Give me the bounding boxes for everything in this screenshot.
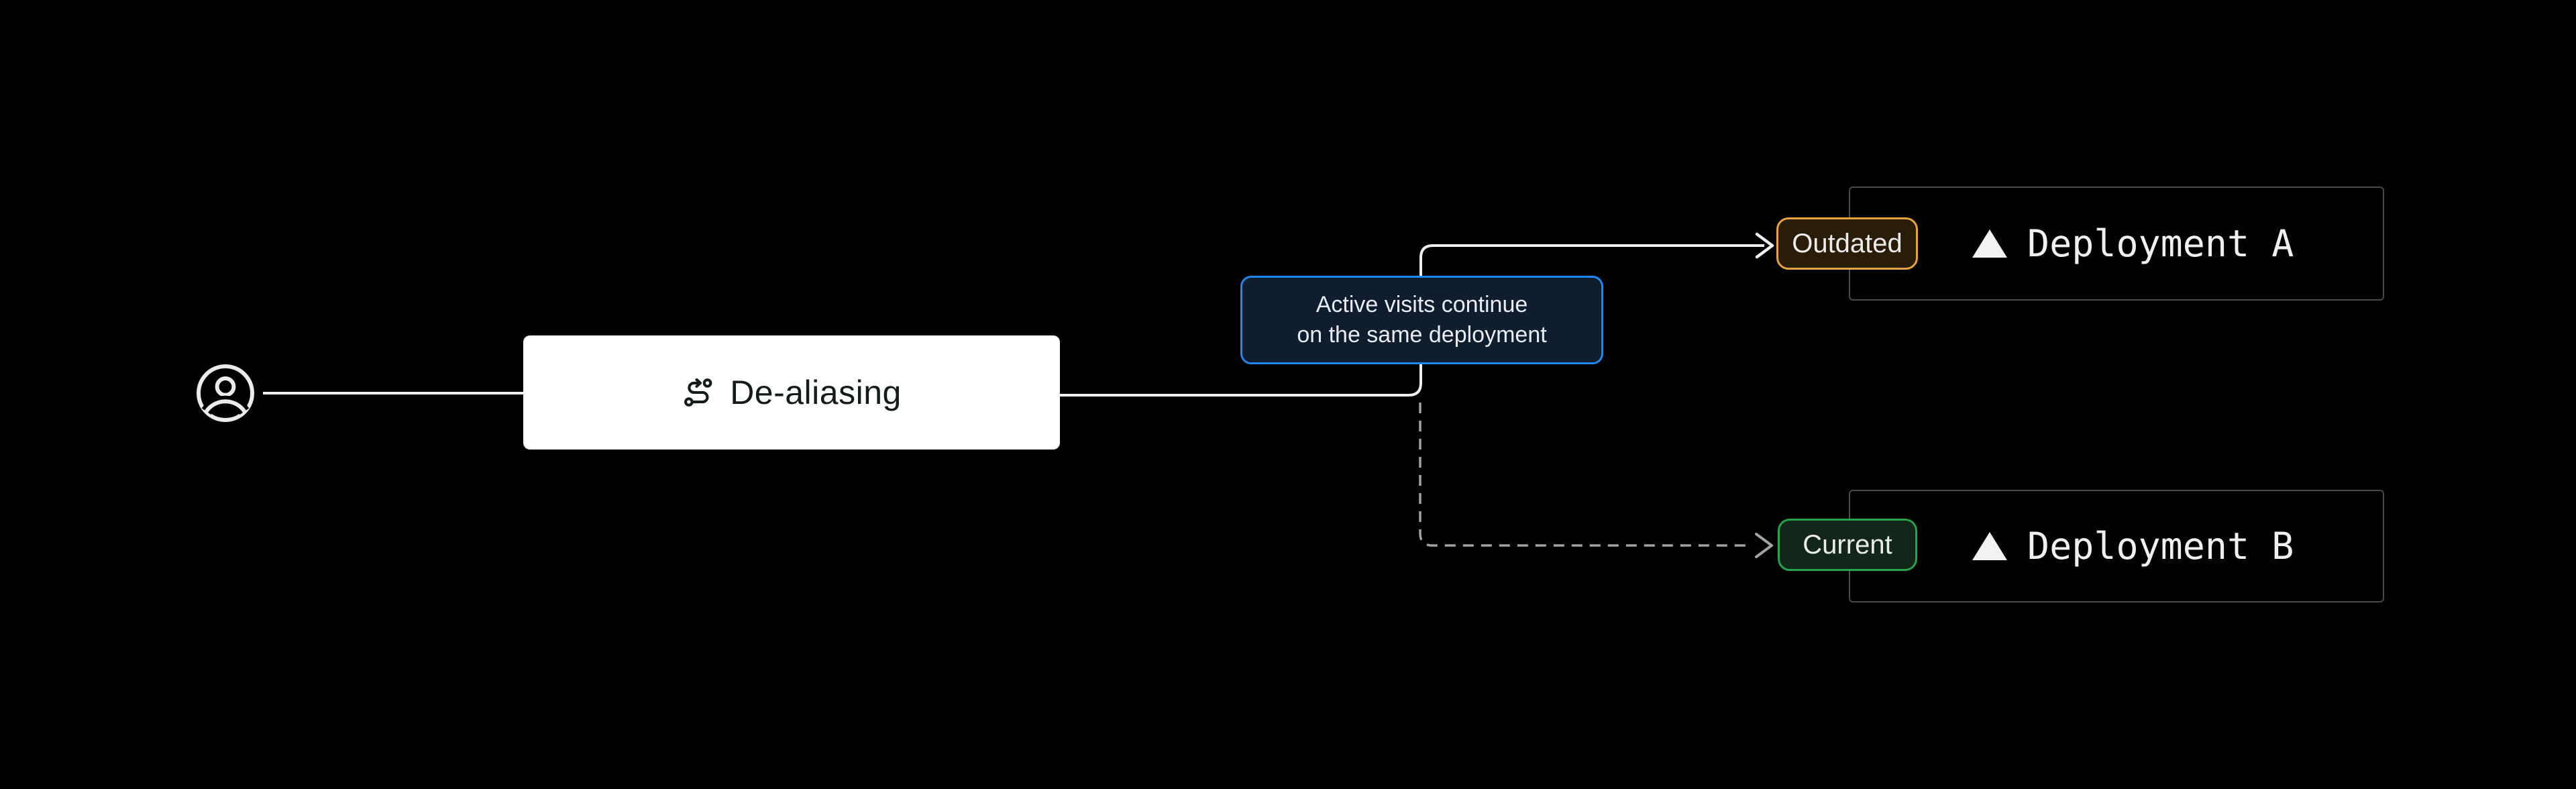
deployment-a-node: Deployment A xyxy=(1849,187,2384,301)
user-circle-icon xyxy=(197,364,254,422)
deployment-b-node: Deployment B xyxy=(1849,490,2384,602)
solid-arrowhead xyxy=(1755,232,1774,259)
current-badge-label: Current xyxy=(1803,529,1892,560)
tooltip-line-2: on the same deployment xyxy=(1297,322,1547,348)
dashed-arrowhead xyxy=(1755,533,1773,558)
current-badge: Current xyxy=(1778,519,1917,571)
deployment-triangle-icon xyxy=(1972,229,2007,258)
outdated-badge-label: Outdated xyxy=(1792,228,1902,258)
de-aliasing-node: De-aliasing xyxy=(523,335,1060,450)
deployment-a-label: Deployment A xyxy=(2027,222,2294,265)
outdated-badge: Outdated xyxy=(1776,217,1918,270)
route-icon xyxy=(684,378,712,407)
junction-to-deployment-b-line xyxy=(1419,403,1752,547)
deployment-triangle-icon xyxy=(1972,532,2007,560)
deployment-b-label: Deployment B xyxy=(2027,525,2294,568)
de-aliasing-label: De-aliasing xyxy=(730,374,902,411)
tooltip-line-1: Active visits continue xyxy=(1316,292,1528,317)
active-visits-tooltip: Active visits continue on the same deplo… xyxy=(1240,276,1603,364)
